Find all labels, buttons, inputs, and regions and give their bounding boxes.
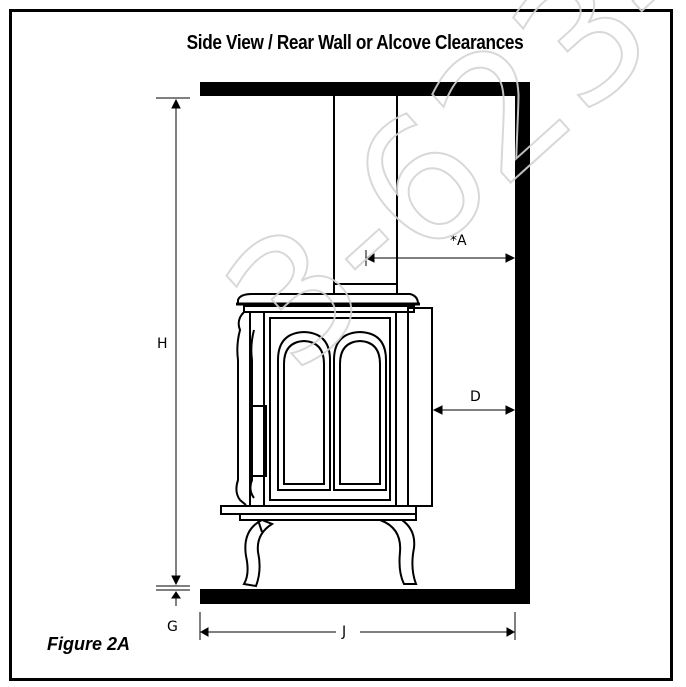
label-h: H (157, 336, 168, 352)
label-g: G (167, 619, 178, 635)
diagram-title: Side View / Rear Wall or Alcove Clearanc… (186, 32, 524, 54)
stove (220, 293, 433, 588)
label-j: J (342, 624, 347, 640)
floor (200, 589, 530, 604)
figure-frame (9, 9, 673, 681)
label-a: *A (450, 233, 467, 249)
ceiling-wall (200, 82, 530, 96)
dimension-lines (156, 97, 516, 640)
rear-wall (515, 82, 530, 604)
label-d: D (470, 389, 481, 405)
figure-caption: Figure 2A (47, 634, 131, 654)
